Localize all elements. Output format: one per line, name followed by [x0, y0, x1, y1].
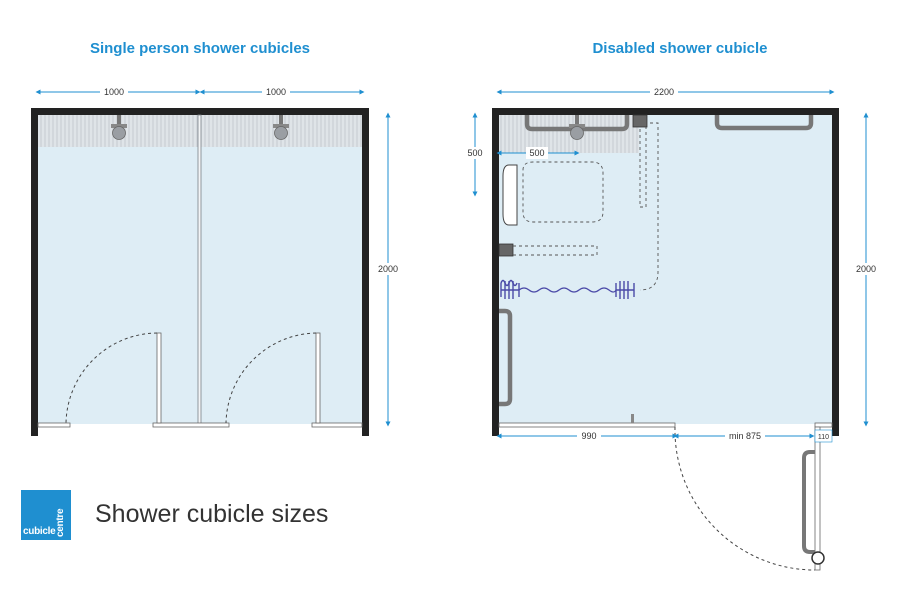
single-door-leaf	[156, 332, 162, 424]
single-depth-label: 2000	[378, 264, 398, 274]
radiator-pipe-icon	[518, 287, 617, 293]
return-panel-width-label: 110	[818, 434, 829, 441]
disabled-cubicle-title: Disabled shower cubicle	[592, 40, 768, 57]
seat-offset-vertical-label: 500	[467, 148, 482, 158]
horizontal-rail-outline	[513, 245, 598, 256]
l-shaped-rail-outline	[639, 122, 659, 291]
single-left-wall	[31, 108, 38, 436]
door-width-label: min 875	[729, 431, 761, 441]
disabled-depth-label: 2000	[856, 264, 876, 274]
disabled-floor-area	[495, 111, 835, 424]
single-door-swing-arc	[225, 332, 317, 424]
page-caption: Shower cubicle sizes	[95, 500, 329, 528]
fold-down-seat-outline	[522, 161, 604, 223]
back-wall-grab-rail	[714, 115, 814, 131]
shower-head-icon	[273, 115, 289, 140]
single-back-wall	[31, 108, 369, 115]
single-width-left-label: 1000	[104, 87, 124, 97]
disabled-door-leaf	[814, 426, 821, 571]
disabled-left-wall	[492, 108, 499, 436]
side-wall-grab-rail	[499, 308, 513, 407]
disabled-back-wall	[492, 108, 838, 115]
shower-valve-icon	[632, 114, 648, 128]
single-right-wall	[362, 108, 369, 436]
cubicle-centre-logo: cubicle centre	[21, 490, 71, 540]
single-center-partition	[197, 114, 202, 426]
shower-head-icon	[569, 115, 585, 140]
logo-text-centre: centre	[55, 508, 66, 537]
single-cubicles-plan: 1000 1000 2000	[31, 86, 401, 436]
single-front-rail	[37, 422, 71, 428]
disabled-width-label: 2200	[654, 87, 674, 97]
single-width-right-label: 1000	[266, 87, 286, 97]
fold-down-seat-back	[502, 164, 518, 226]
shower-head-icon	[111, 115, 127, 140]
single-door-swing-arc	[65, 332, 158, 424]
disabled-right-wall	[832, 108, 839, 436]
disabled-cubicle-plan: 2200 2000 500 500 990 min 875 110	[464, 86, 879, 571]
door-pull-handle	[802, 450, 815, 554]
vertical-rail-outline	[639, 123, 647, 208]
logo-text-cubicle: cubicle	[23, 526, 56, 537]
disabled-front-rail	[498, 422, 676, 428]
single-cubicles-title: Single person shower cubicles	[89, 40, 311, 57]
single-door-leaf	[315, 332, 321, 424]
radiator-icon	[615, 281, 635, 299]
disabled-front-rail	[814, 422, 833, 428]
single-front-rail	[152, 422, 230, 428]
door-stop	[631, 414, 634, 423]
disabled-tiled-wall-area	[499, 115, 639, 153]
shower-control-icon	[498, 243, 514, 257]
disabled-door-swing-arc	[674, 426, 816, 571]
front-panel-width-label: 990	[581, 431, 596, 441]
door-lock-icon	[811, 551, 825, 565]
seat-offset-horizontal-label: 500	[529, 148, 544, 158]
single-front-rail	[311, 422, 363, 428]
